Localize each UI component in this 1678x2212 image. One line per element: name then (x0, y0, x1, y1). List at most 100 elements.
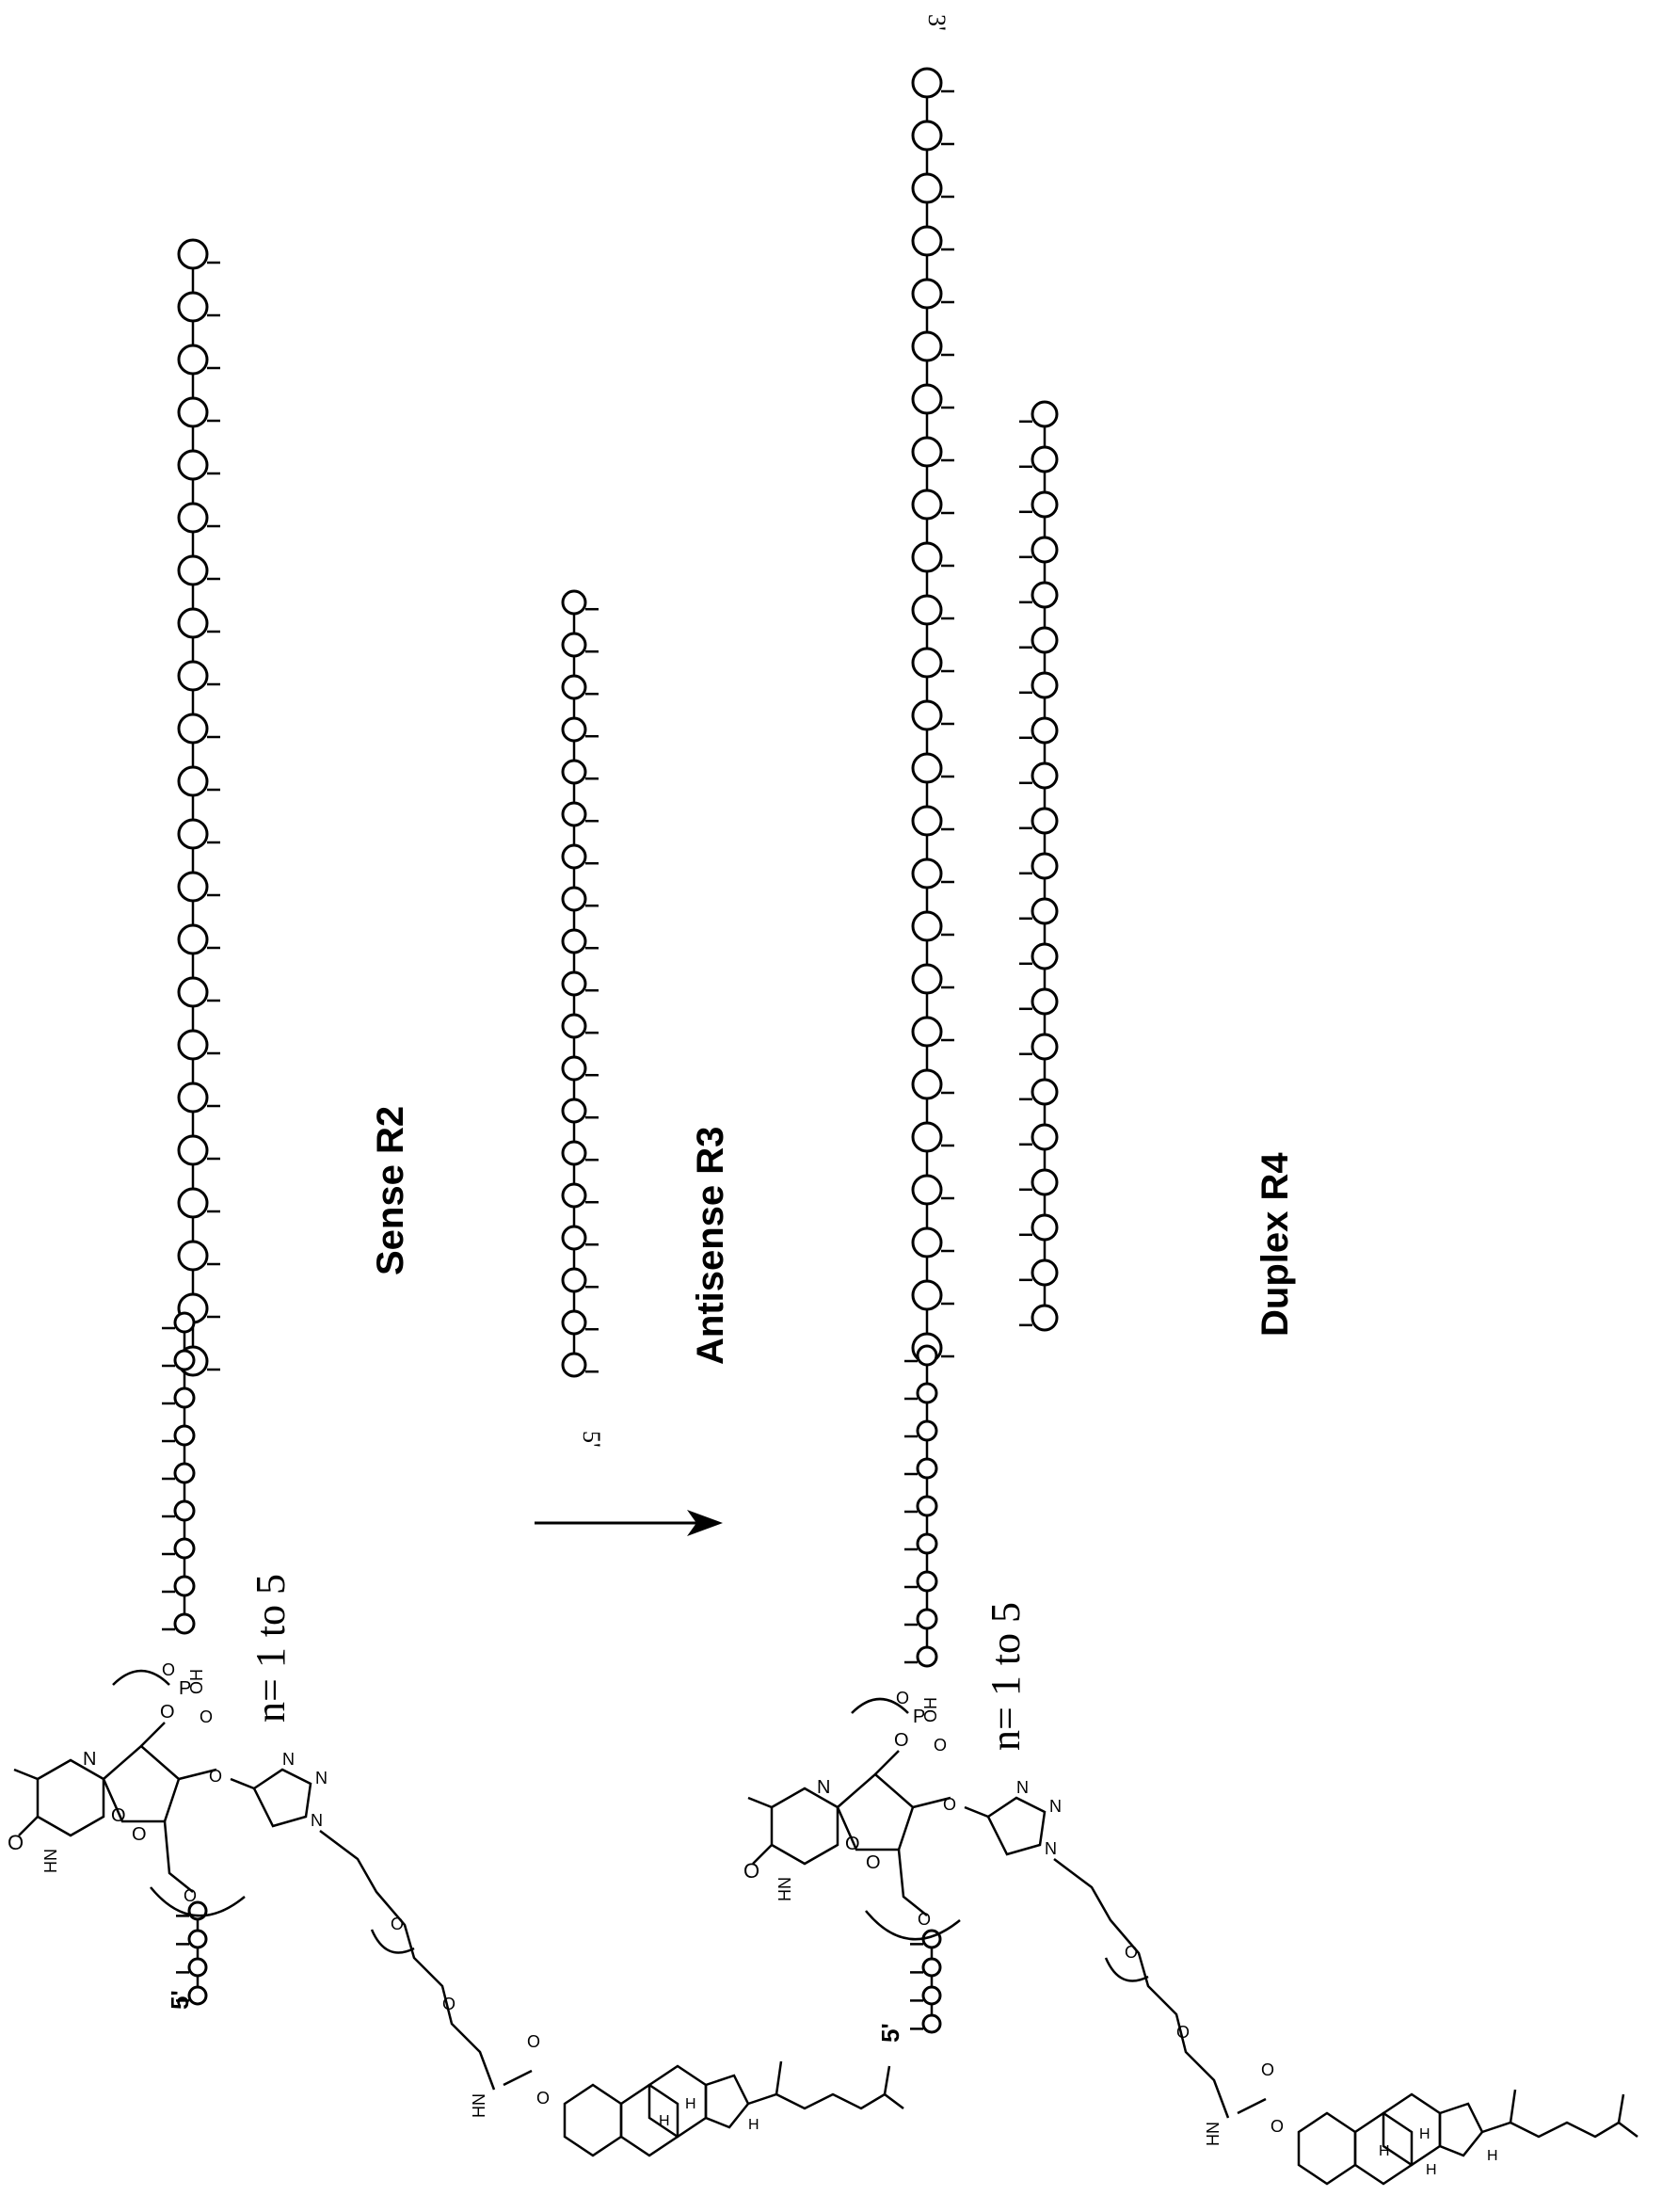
nucleotide (1032, 402, 1057, 426)
nucleotide (563, 1142, 585, 1164)
atom-o-2: O (111, 1805, 126, 1826)
atom-n-r3: N (1049, 1797, 1062, 1816)
label-5prime-antisense: 5' (578, 1431, 605, 1448)
atom-o-r2: O (845, 1834, 860, 1854)
label-5prime-sense: 5' (166, 1990, 194, 2010)
nucleotide (179, 293, 207, 321)
nucleotide (918, 1346, 936, 1365)
nucleotide (913, 490, 941, 519)
thymine-ring-right (772, 1788, 838, 1864)
nucleotide (1032, 854, 1057, 878)
nucleotide (179, 1083, 207, 1112)
steroid-ring-d-left (706, 2076, 748, 2127)
nucleotide (918, 1610, 936, 1628)
nucleotide (563, 1057, 585, 1080)
sense-5prime-strand (176, 1902, 206, 2004)
nucleotide (913, 69, 941, 97)
label-3prime-duplex: 3' (923, 14, 951, 31)
reaction-arrow (535, 1510, 723, 1536)
nucleotide (1032, 447, 1057, 472)
nucleotide (563, 1226, 585, 1249)
atom-n-4: N (311, 1811, 323, 1830)
nucleotide (913, 649, 941, 677)
nucleotide (563, 1354, 585, 1376)
nucleotide (1032, 809, 1057, 833)
sugar-bond-left (141, 1723, 165, 1746)
triazole-left (254, 1770, 311, 1826)
nucleotide (1032, 989, 1057, 1014)
atom-o-12: O (536, 2089, 550, 2108)
nucleotide (175, 1464, 194, 1483)
nucleotide (179, 1189, 207, 1217)
nucleotide (923, 1987, 940, 2004)
nucleotide (913, 701, 941, 729)
nucleotide (563, 633, 585, 656)
nucleotide (913, 754, 941, 782)
nucleotide (175, 1426, 194, 1445)
nucleotide (913, 121, 941, 150)
atom-hn-2: HN (470, 2093, 488, 2118)
nucleotide (179, 1242, 207, 1270)
duplex-spacer-strand (904, 1346, 936, 1666)
nucleotide (913, 543, 941, 571)
atom-h-2: H (685, 2096, 696, 2112)
atom-o-r9: O (1125, 1943, 1138, 1962)
carbamate-bond-right (1238, 2099, 1266, 2113)
nucleotide (175, 1388, 194, 1407)
bracket-lower-right (866, 1911, 960, 1939)
nucleotide (179, 345, 207, 374)
atom-hn-r2: HN (1204, 2122, 1223, 2146)
nucleotide (179, 1136, 207, 1164)
nucleotide (1032, 492, 1057, 517)
nucleotide (179, 451, 207, 479)
label-antisense: Antisense R3 (690, 1127, 731, 1365)
nucleotide (189, 1959, 206, 1976)
side-chain-methyl-left (776, 2061, 781, 2094)
nucleotide (913, 280, 941, 308)
nucleotide (913, 965, 941, 993)
bracket-upper-left (113, 1671, 169, 1685)
atom-o-r6: O (934, 1736, 947, 1755)
atom-h-1: H (659, 2113, 670, 2129)
nucleotide (913, 1281, 941, 1309)
nucleotide (913, 596, 941, 624)
triazole-right (988, 1798, 1045, 1854)
nucleotide (913, 385, 941, 413)
nucleotide (918, 1534, 936, 1553)
atom-o-1: O (8, 1831, 24, 1854)
nucleotide (563, 930, 585, 953)
nucleotide (179, 925, 207, 954)
nucleotide (563, 888, 585, 910)
label-5prime-duplex: 5' (876, 2023, 904, 2043)
sense-spacer-strand (162, 1313, 194, 1633)
nucleotide (179, 767, 207, 795)
nucleotide (913, 174, 941, 202)
atom-n-r4: N (1045, 1839, 1057, 1858)
nucleotide (563, 1269, 585, 1291)
nucleotide (563, 803, 585, 825)
side-chain-right (1482, 2123, 1638, 2137)
nucleotide (1032, 628, 1057, 652)
atom-n-r1: N (817, 1777, 830, 1798)
atom-o-5: O (162, 1660, 175, 1679)
nucleotide (918, 1497, 936, 1515)
side-chain-methyl-right (1510, 2090, 1515, 2123)
nucleotide (1032, 899, 1057, 923)
atom-oh-1: OH (187, 1669, 206, 1694)
nucleotide (1032, 1306, 1057, 1330)
nucleotide (913, 807, 941, 835)
nucleotide (913, 912, 941, 940)
nucleotide (1032, 583, 1057, 607)
atom-o-7: O (184, 1886, 197, 1905)
side-chain-branch-right (1619, 2094, 1623, 2123)
nucleotide (175, 1614, 194, 1633)
nucleotide (179, 556, 207, 585)
nucleotide (913, 332, 941, 361)
atom-o-4: O (160, 1702, 175, 1723)
nucleotide (563, 1184, 585, 1207)
atom-o-r12: O (1270, 2117, 1284, 2136)
steroid-ring-d-right (1440, 2104, 1482, 2156)
nucleotide (175, 1577, 194, 1595)
methyl-bond-left (14, 1770, 38, 1779)
nucleotide (913, 227, 941, 255)
